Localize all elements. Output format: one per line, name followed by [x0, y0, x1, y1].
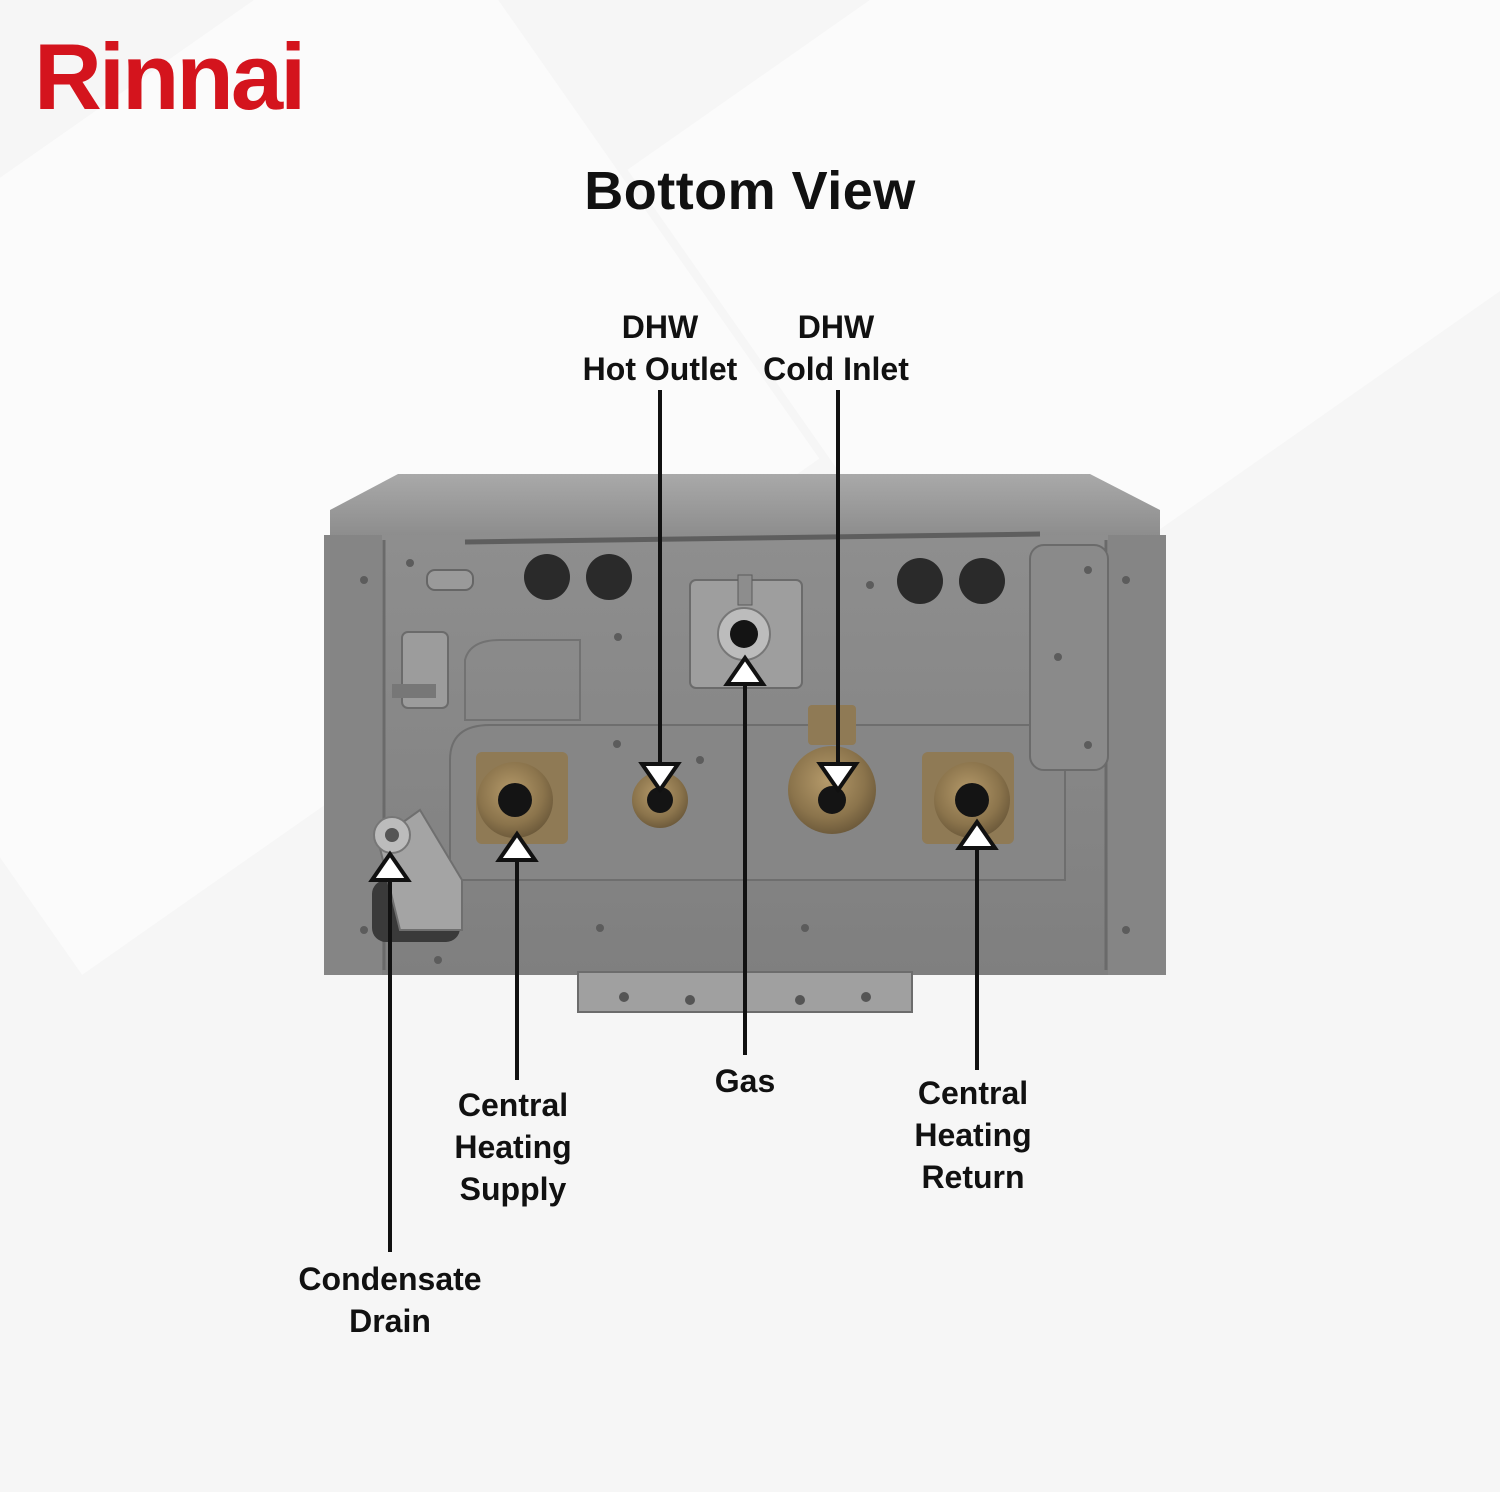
- label-dhw-cold-inlet: DHW Cold Inlet: [763, 309, 909, 387]
- label-central-heating-return: Central Heating Return: [914, 1075, 1032, 1195]
- label-dhw-hot-outlet: DHW Hot Outlet: [582, 309, 738, 387]
- label-condensate-drain: Condensate Drain: [298, 1261, 482, 1339]
- side-panel: [1029, 544, 1109, 771]
- arrow-gas: [723, 654, 767, 686]
- arrow-dhw-cold: [816, 762, 860, 794]
- unit-top-lip: [330, 474, 1160, 540]
- unit-side-right: [1108, 535, 1166, 975]
- grommet: [586, 554, 632, 600]
- label-central-heating-supply: Central Heating Supply: [454, 1087, 572, 1207]
- grommet: [897, 558, 943, 604]
- arrow-ch-return: [955, 818, 999, 850]
- label-gas: Gas: [714, 1063, 776, 1099]
- arrow-ch-supply: [495, 830, 539, 862]
- rinnai-logo: Rinnai: [34, 24, 306, 129]
- arrow-dhw-hot: [638, 762, 682, 794]
- top-rail: [464, 531, 1041, 545]
- arrow-condensate: [368, 850, 412, 882]
- page-title: Bottom View: [584, 161, 916, 221]
- grommet: [959, 558, 1005, 604]
- grommet: [524, 554, 570, 600]
